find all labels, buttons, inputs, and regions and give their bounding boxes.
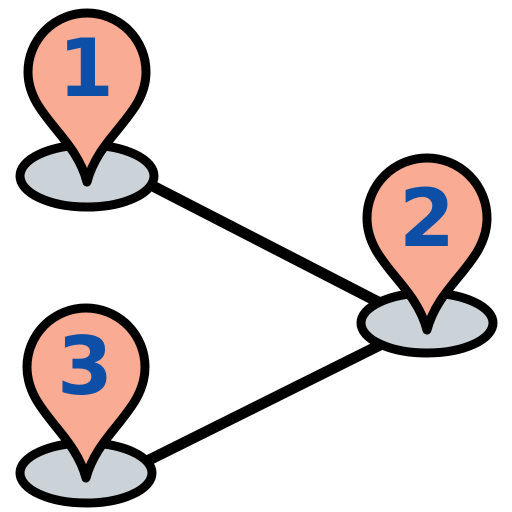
pin-number: 2 <box>399 172 455 265</box>
location-pin-2: 2 <box>356 153 498 358</box>
location-pin-1: 1 <box>15 8 159 212</box>
route-line-2-3 <box>139 339 386 468</box>
route-lines <box>139 176 396 468</box>
map-pin-icon <box>362 153 492 335</box>
map-pin-icon <box>22 303 150 483</box>
location-pin-3: 3 <box>15 303 157 508</box>
pin-number: 3 <box>57 320 113 413</box>
route-line-1-2 <box>139 176 396 314</box>
pin-number: 1 <box>58 22 114 115</box>
map-pin-icon <box>23 8 151 187</box>
